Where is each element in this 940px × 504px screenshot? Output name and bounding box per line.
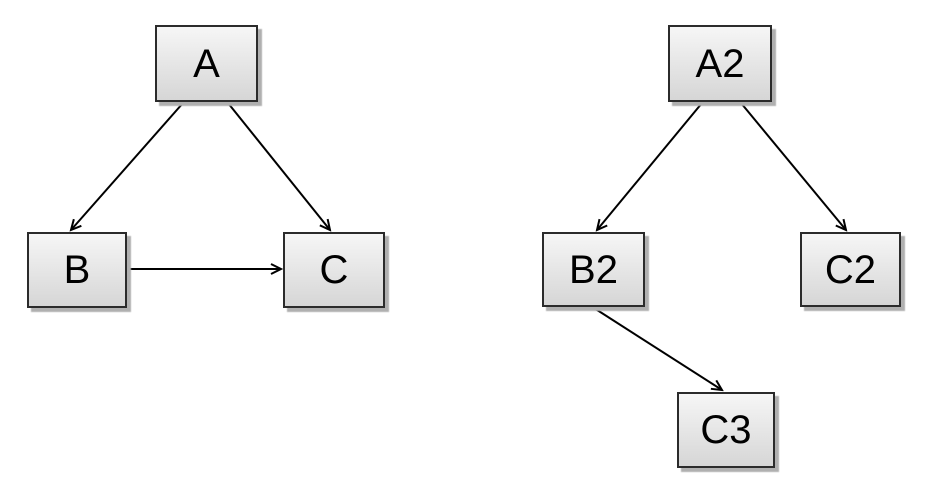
node-label: C2 bbox=[824, 247, 877, 292]
node-C2[interactable]: C2 bbox=[800, 232, 901, 307]
node-label: C bbox=[319, 248, 349, 292]
edge-A2-B2[interactable] bbox=[597, 102, 703, 230]
node-label: A bbox=[193, 41, 220, 86]
node-C[interactable]: C bbox=[283, 232, 385, 308]
edge-B2-C3[interactable] bbox=[593, 307, 722, 390]
node-label: B bbox=[63, 248, 91, 292]
node-B2[interactable]: B2 bbox=[542, 232, 645, 307]
edge-A-B[interactable] bbox=[71, 102, 184, 230]
node-label: A2 bbox=[695, 41, 745, 86]
node-A2[interactable]: A2 bbox=[668, 25, 772, 102]
node-A[interactable]: A bbox=[155, 25, 258, 102]
node-label: C3 bbox=[700, 408, 752, 452]
edge-A-C[interactable] bbox=[227, 102, 330, 230]
edge-A2-C2[interactable] bbox=[740, 102, 846, 230]
node-label: B2 bbox=[569, 247, 618, 292]
node-B[interactable]: B bbox=[27, 232, 127, 308]
node-C3[interactable]: C3 bbox=[677, 392, 775, 468]
